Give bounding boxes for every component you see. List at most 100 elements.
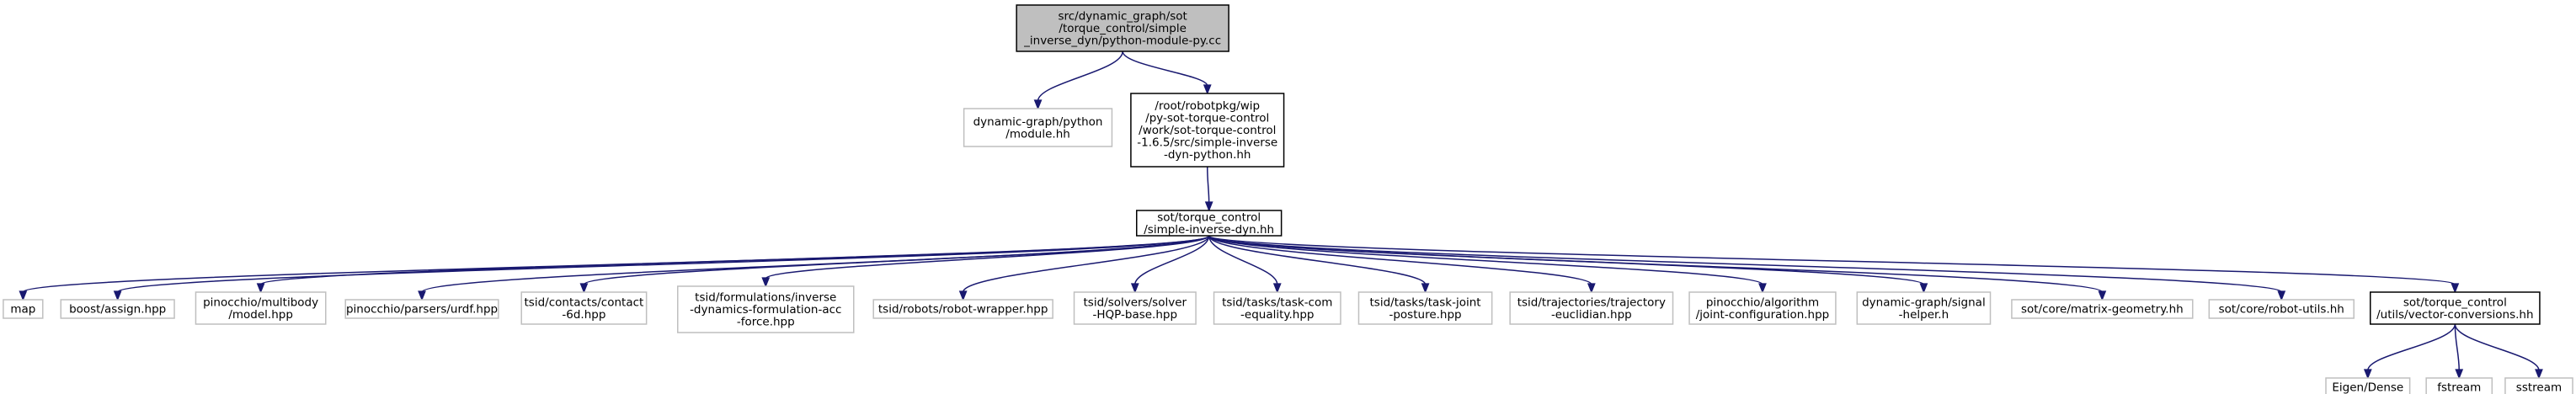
node-label-line: /torque_control/simple	[1059, 22, 1187, 35]
node-label-line: sot/torque_control	[2403, 296, 2507, 309]
node-label-line: -HQP-base.hpp	[1093, 308, 1178, 322]
node-box	[195, 291, 327, 325]
edge-line	[116, 235, 1210, 293]
node-box	[1688, 291, 1837, 325]
node-label-line: /work/sot-torque-control	[1139, 124, 1276, 137]
node-label-line: -1.6.5/src/simple-inverse	[1137, 136, 1277, 150]
edge-sid-to-signal	[1208, 235, 1928, 294]
node-box	[1856, 291, 1992, 325]
node-signal: dynamic-graph/signal-helper.h	[1856, 291, 1992, 325]
edge-line	[1122, 51, 1208, 87]
edge-arrowhead	[113, 290, 122, 301]
edge-arrowhead	[1203, 84, 1212, 95]
node-box	[2011, 299, 2194, 319]
node-sstream: sstream	[2504, 377, 2573, 394]
node-label-line: sot/core/matrix-geometry.hh	[2021, 303, 2184, 317]
edge-sid-to-traj	[1208, 235, 1596, 294]
edge-line	[1208, 235, 2104, 293]
node-taskcom: tsid/tasks/task-com-equality.hpp	[1213, 291, 1341, 325]
node-module: dynamic-graph/python/module.hh	[963, 108, 1113, 147]
edges-layer	[19, 51, 2543, 380]
node-box	[1509, 291, 1674, 325]
edge-root-to-module	[1033, 51, 1123, 110]
node-label-line: /simple-inverse-dyn.hh	[1144, 223, 1274, 237]
edge-sid-to-model	[256, 235, 1210, 294]
node-label-line: pinocchio/algorithm	[1706, 296, 1819, 309]
edge-arrowhead	[2363, 369, 2372, 380]
node-label-line: map	[10, 303, 35, 317]
node-label-line: -force.hpp	[737, 316, 795, 329]
node-label-line: pinocchio/multibody	[203, 296, 318, 309]
edge-sid-to-robotwrapper	[958, 235, 1210, 301]
node-urdf: pinocchio/parsers/urdf.hpp	[344, 299, 499, 319]
edge-line	[2454, 323, 2540, 371]
node-matrixgeom: sot/core/matrix-geometry.hh	[2011, 299, 2194, 319]
edge-line	[962, 235, 1210, 293]
edge-arrowhead	[1033, 99, 1043, 110]
node-root[interactable]: src/dynamic_graph/sot/torque_control/sim…	[1016, 4, 1229, 52]
node-box	[2425, 377, 2493, 394]
node-box	[60, 299, 175, 319]
node-box	[2504, 377, 2573, 394]
node-label-line: fstream	[2437, 381, 2481, 394]
node-label-line: _inverse_dyn/python-module-py.cc	[1023, 35, 1221, 48]
node-robotwrapper: tsid/robots/robot-wrapper.hpp	[872, 299, 1053, 319]
node-label-line: /model.hpp	[228, 308, 293, 322]
node-contact: tsid/contacts/contact-6d.hpp	[520, 291, 648, 325]
edge-sid-to-taskcom	[1208, 235, 1282, 294]
node-box	[872, 299, 1053, 319]
node-box	[963, 108, 1113, 147]
edge-sid-to-taskjoint	[1208, 235, 1430, 294]
edge-arrowhead	[2455, 369, 2464, 380]
edge-arrowhead	[579, 283, 589, 294]
edge-vecconv-to-fstream	[2454, 323, 2464, 380]
node-box	[1213, 291, 1341, 325]
node-label-line: tsid/formulations/inverse	[695, 291, 836, 305]
node-label-line: -equality.hpp	[1240, 308, 1314, 322]
node-label-line: -posture.hpp	[1389, 308, 1461, 322]
edge-arrowhead	[2451, 283, 2460, 294]
edge-sid-to-assign	[113, 235, 1210, 301]
node-label-line: -dynamics-formulation-acc	[690, 303, 841, 317]
edge-line	[1134, 235, 1210, 285]
node-label-line: tsid/robots/robot-wrapper.hpp	[878, 303, 1048, 317]
node-sid[interactable]: sot/torque_control/simple-inverse-dyn.hh	[1135, 210, 1283, 237]
edge-arrowhead	[1587, 283, 1596, 294]
node-label-line: tsid/trajectories/trajectory	[1517, 296, 1666, 309]
edge-arrowhead	[1272, 283, 1282, 294]
node-map: map	[3, 299, 44, 319]
node-label-line: boost/assign.hpp	[69, 303, 166, 317]
edge-line	[22, 235, 1210, 293]
node-pyhh[interactable]: /root/robotpkg/wip/py-sot-torque-control…	[1130, 93, 1285, 168]
node-label-line: /joint-configuration.hpp	[1696, 308, 1830, 322]
edge-arrowhead	[19, 290, 28, 301]
node-box	[1130, 93, 1285, 168]
node-label-line: -dyn-python.hh	[1164, 148, 1251, 162]
node-label-line: pinocchio/parsers/urdf.hpp	[346, 303, 498, 317]
node-formulation: tsid/formulations/inverse-dynamics-formu…	[677, 285, 855, 333]
edge-line	[1208, 235, 1763, 285]
edge-line	[1208, 235, 1427, 285]
edge-line	[1208, 235, 2283, 293]
edge-pyhh-to-sid	[1204, 166, 1213, 212]
node-label-line: dynamic-graph/python	[973, 115, 1103, 129]
edge-sid-to-solver	[1130, 235, 1210, 294]
node-vecconv[interactable]: sot/torque_control/utils/vector-conversi…	[2369, 291, 2541, 325]
node-traj: tsid/trajectories/trajectory-euclidian.h…	[1509, 291, 1674, 325]
node-label-line: -euclidian.hpp	[1551, 308, 1632, 322]
edge-arrowhead	[418, 290, 426, 301]
edge-arrowhead	[256, 283, 265, 294]
node-label-line: Eigen/Dense	[2332, 381, 2403, 394]
node-box	[1357, 291, 1493, 325]
node-jointconf: pinocchio/algorithm/joint-configuration.…	[1688, 291, 1837, 325]
node-label-line: tsid/tasks/task-joint	[1370, 296, 1481, 309]
edge-arrowhead	[2277, 290, 2286, 301]
edge-sid-to-matrixgeom	[1208, 235, 2107, 301]
edge-line	[2367, 323, 2456, 371]
edge-sid-to-formulation	[761, 235, 1210, 288]
edge-root-to-pyhh	[1122, 51, 1212, 95]
node-label-line: sstream	[2516, 381, 2562, 394]
node-label-line: tsid/solvers/solver	[1084, 296, 1187, 309]
edge-arrowhead	[761, 277, 771, 288]
edge-arrowhead	[1204, 201, 1213, 212]
